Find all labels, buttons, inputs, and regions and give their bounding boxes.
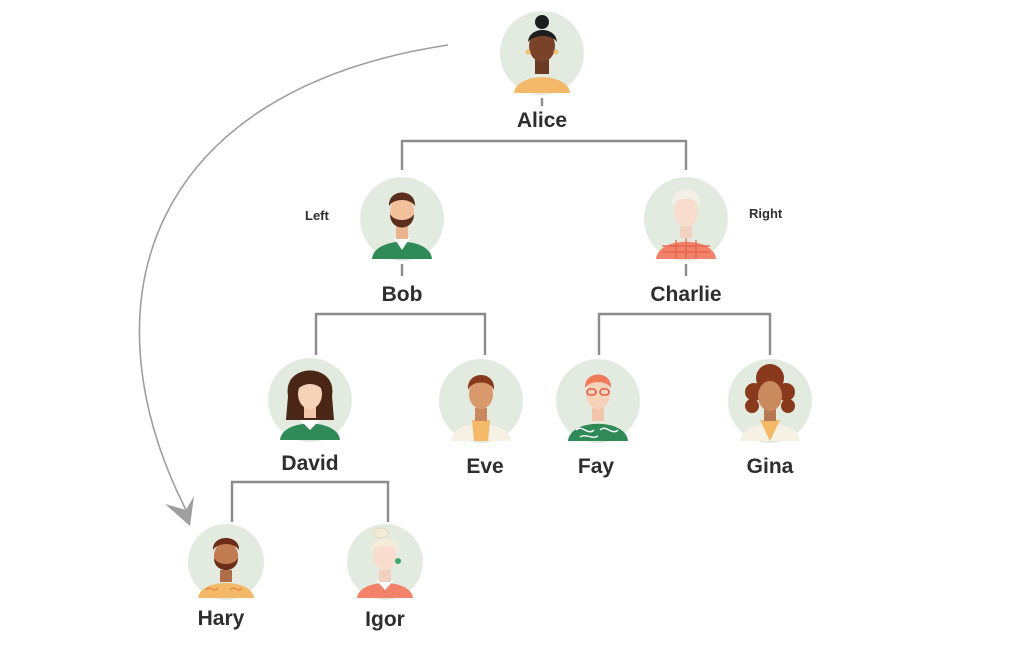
arrow-head-icon <box>165 496 194 526</box>
node-hary[interactable]: Hary <box>188 524 264 630</box>
node-label-igor: Igor <box>365 608 405 631</box>
connector-alice-children <box>400 139 688 170</box>
connector-charlie-children <box>597 312 772 355</box>
node-igor[interactable]: Igor <box>347 524 423 631</box>
node-label-alice: Alice <box>517 109 567 132</box>
person-igor-icon <box>357 527 413 598</box>
node-label-fay: Fay <box>578 455 615 478</box>
person-charlie-icon <box>656 189 716 259</box>
side-label-right: Right <box>749 206 783 221</box>
person-david-icon <box>280 370 340 440</box>
person-eve-icon <box>451 375 511 441</box>
person-gina-icon <box>740 364 800 441</box>
node-charlie[interactable]: Charlie <box>644 177 728 306</box>
node-bob[interactable]: Bob <box>360 177 444 306</box>
person-bob-icon <box>372 192 432 259</box>
arrow-curve <box>138 44 449 511</box>
node-label-david: David <box>281 452 338 475</box>
traversal-arrow <box>138 44 449 526</box>
node-label-gina: Gina <box>747 455 794 478</box>
node-alice[interactable]: Alice <box>500 11 584 132</box>
person-fay-icon <box>568 374 628 441</box>
node-david[interactable]: David <box>268 358 352 475</box>
node-label-hary: Hary <box>198 607 245 630</box>
side-label-left: Left <box>305 208 330 223</box>
person-alice-icon <box>514 15 570 93</box>
connector-bob-children <box>314 312 487 355</box>
connectors <box>230 98 772 522</box>
node-label-charlie: Charlie <box>650 283 721 306</box>
node-fay[interactable]: Fay <box>556 359 640 478</box>
node-label-bob: Bob <box>382 283 423 306</box>
node-label-eve: Eve <box>466 455 503 478</box>
node-eve[interactable]: Eve <box>439 359 523 478</box>
node-gina[interactable]: Gina <box>728 359 812 478</box>
connector-david-children <box>230 480 390 522</box>
person-hary-icon <box>198 538 254 598</box>
